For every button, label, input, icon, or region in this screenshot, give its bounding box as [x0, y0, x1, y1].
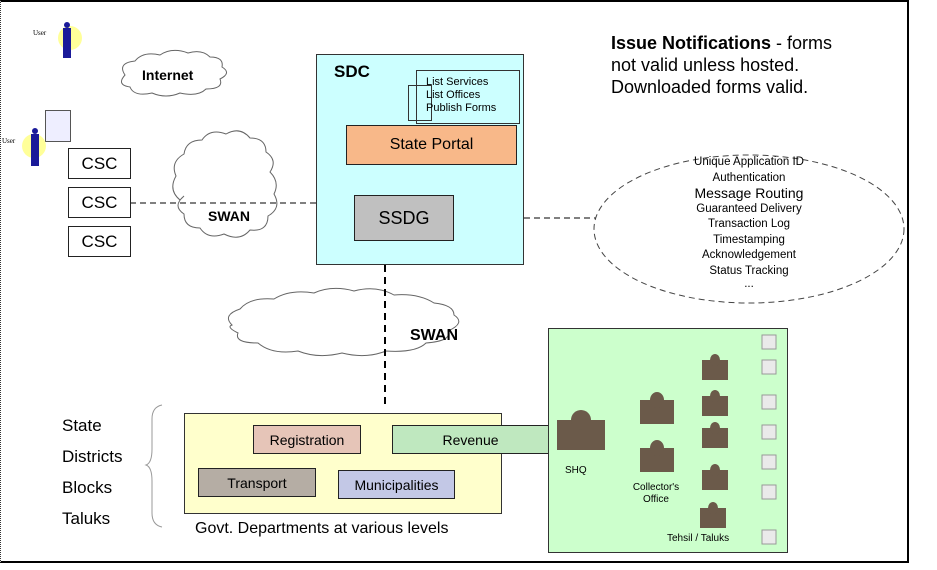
level-item: Districts: [62, 447, 123, 466]
csc-box[interactable]: CSC: [68, 226, 131, 257]
top-user-label: User: [33, 29, 47, 37]
portal-items-list: List Services List Offices Publish Forms: [426, 76, 496, 115]
municipalities-box[interactable]: Municipalities: [338, 470, 455, 499]
level-item: Taluks: [62, 509, 111, 528]
features-ellipse: [593, 154, 905, 304]
tehsil-building-icon: [700, 508, 726, 528]
levels-brace: [144, 404, 163, 528]
feature-item: Timestamping: [713, 233, 785, 246]
feature-item: Transaction Log: [707, 218, 791, 230]
swan-center-cloud: [227, 287, 460, 357]
computer-icon: [761, 454, 777, 470]
tehsil-building-icon: [702, 360, 728, 380]
notice-bold: Issue Notifications: [611, 33, 772, 53]
left-user-label: User: [2, 137, 16, 145]
shq-label: SHQ: [565, 465, 587, 476]
feature-item: Status Tracking: [709, 264, 789, 277]
tehsil-taluks-label: Tehsil / Taluks: [667, 533, 730, 544]
slide-frame: [0, 0, 909, 563]
feature-item: Authentication: [712, 171, 786, 184]
computer-icon: [761, 484, 777, 500]
user-icon: [22, 126, 48, 168]
user-icon: [54, 20, 82, 60]
level-item: State: [62, 416, 102, 435]
tehsil-building-icon: [702, 396, 728, 416]
notice-text: Issue Notifications - forms not valid un…: [611, 33, 833, 97]
csc-box[interactable]: CSC: [68, 187, 131, 218]
computer-icon: [761, 394, 777, 410]
portal-items-box: [416, 70, 520, 124]
form-document-icon: [45, 110, 71, 142]
swan-left-cloud: [172, 130, 278, 238]
feature-item: Unique Application ID: [694, 156, 804, 168]
swan-left-label: SWAN: [208, 208, 250, 224]
ssdg-box[interactable]: SSDG: [354, 195, 454, 241]
internet-cloud: [120, 49, 227, 97]
feature-item: Acknowledgement: [702, 249, 796, 261]
revenue-box[interactable]: Revenue: [392, 425, 549, 454]
tehsil-building-icon: [702, 470, 728, 490]
feature-item: Guaranteed Delivery: [696, 202, 802, 215]
sdc-title: SDC: [334, 62, 370, 81]
portal-item: List Services: [426, 76, 489, 88]
tehsil-building-icon: [702, 428, 728, 448]
csc-box[interactable]: CSC: [68, 148, 131, 179]
portal-item: Publish Forms: [426, 102, 497, 114]
hierarchy-computers: [761, 334, 777, 545]
swan-center-label: SWAN: [410, 327, 458, 344]
collector-office-label: Collector's Office: [632, 482, 680, 505]
feature-item: ...: [744, 278, 754, 290]
computer-icon: [761, 334, 777, 350]
state-portal-box[interactable]: State Portal: [346, 125, 517, 165]
hierarchy-buildings: [557, 354, 728, 528]
levels-list: State Districts Blocks Taluks: [62, 410, 122, 534]
level-item: Blocks: [62, 478, 113, 497]
registration-box[interactable]: Registration: [253, 425, 361, 454]
computer-icon: [761, 529, 777, 545]
ssdg-features-list: Unique Application ID Authentication Mes…: [649, 155, 849, 290]
transport-box[interactable]: Transport: [198, 468, 316, 497]
portal-items-icon: [408, 85, 432, 121]
internet-label: Internet: [142, 67, 194, 83]
computer-icon: [761, 359, 777, 375]
portal-item: List Offices: [426, 89, 481, 101]
departments-caption: Govt. Departments at various levels: [195, 520, 449, 537]
computer-icon: [761, 424, 777, 440]
feature-item: Message Routing: [694, 185, 804, 201]
